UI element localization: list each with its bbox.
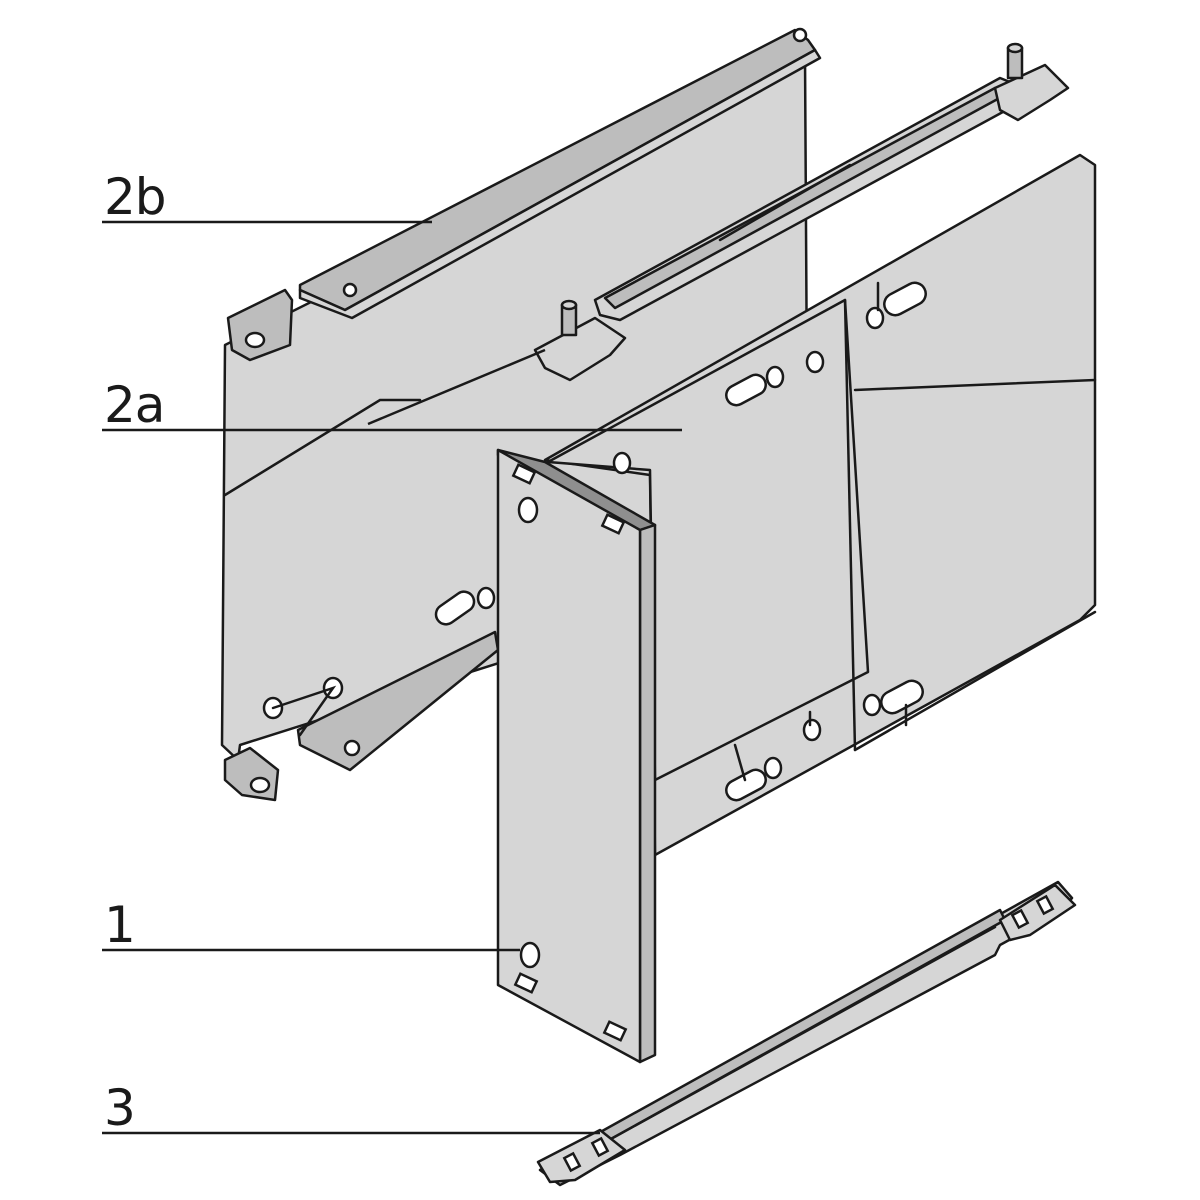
callout-label-1: 1 bbox=[104, 896, 135, 954]
part-1-front-panel bbox=[496, 448, 657, 1064]
guide-rail-upper bbox=[533, 42, 1070, 382]
callout-label-2a: 2a bbox=[104, 376, 164, 434]
part-3-guide-rail bbox=[536, 880, 1077, 1187]
callout-label-2b: 2b bbox=[104, 168, 166, 226]
callout-leaders bbox=[102, 220, 682, 1135]
leader-2a-branch bbox=[367, 348, 546, 426]
callout-label-3: 3 bbox=[104, 1079, 135, 1137]
